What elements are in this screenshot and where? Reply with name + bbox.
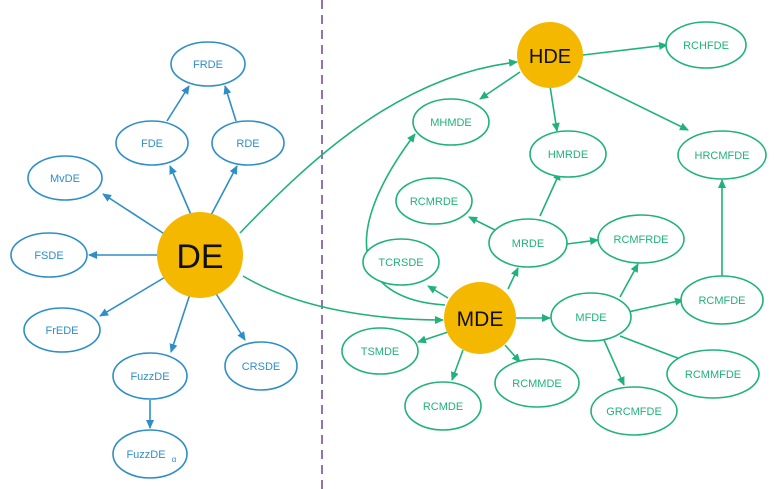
edge-de-hde (239, 58, 518, 234)
node-rcmmfde: RCMMFDE (666, 349, 760, 399)
node-fuzzde-alpha-label: FuzzDE (126, 449, 165, 461)
edge-mrde-rcmrde (468, 216, 496, 231)
node-crsde-label: CRSDE (242, 361, 281, 373)
node-fuzzde-alpha: FuzzDE α (112, 429, 188, 479)
edge-mrde-hmrde (539, 171, 561, 217)
edge-mde-rcmde (450, 349, 464, 381)
edge-mfde-rcmfrde (619, 263, 639, 298)
edge-fde-frde (166, 85, 190, 122)
node-rcmfrde: RCMFRDE (597, 214, 685, 264)
node-rcmfde-label: RCMFDE (698, 295, 745, 307)
node-frede-label: FrEDE (46, 325, 79, 337)
edge-hde-hrcmfde (577, 75, 689, 131)
node-rcmrde: RCMRDE (395, 177, 473, 225)
node-mfde: MFDE (550, 292, 632, 342)
node-mhmde: MHMDE (412, 98, 490, 146)
edge-rde-frde (223, 85, 237, 122)
node-mvde: MvDE (27, 155, 103, 201)
edge-mde-tsmde (417, 331, 449, 344)
node-de: DE (157, 212, 243, 298)
node-rcmfrde-label: RCMFRDE (614, 234, 669, 246)
node-rcmrde-label: RCMRDE (410, 196, 458, 208)
node-frde: FRDE (170, 41, 246, 87)
node-fuzzde-alpha-subscript: α (172, 455, 177, 464)
edge-de-fuzzde (169, 293, 191, 353)
node-tsmde-label: TSMDE (361, 346, 400, 358)
node-rcmmfde-label: RCMMFDE (685, 369, 741, 381)
node-rcmde-label: RCMDE (423, 401, 463, 413)
edge-mfde-rcmfde (627, 297, 684, 313)
edge-mde-tcrsde (427, 285, 449, 299)
edge-de-mde (242, 275, 444, 324)
edge-de-mvde (102, 193, 167, 236)
node-hmrde-label: HMRDE (548, 149, 588, 161)
node-hrcmfde-label: HRCMFDE (695, 150, 750, 162)
node-mrde: MRDE (488, 218, 568, 268)
node-mfde-label: MFDE (575, 312, 606, 324)
edge-mde-rcmmde (504, 344, 521, 363)
node-hrcmfde: HRCMFDE (677, 130, 767, 180)
node-hde-label: HDE (529, 46, 571, 68)
node-fde: FDE (115, 120, 189, 166)
edge-mfde-grcmfde (603, 339, 625, 386)
node-rde-label: RDE (236, 138, 259, 150)
node-fuzzde: FuzzDE (112, 352, 188, 400)
node-tcrsde-label: TCRSDE (378, 257, 423, 269)
node-frede: FrEDE (23, 307, 101, 353)
edge-mfde-rcmmfde (619, 335, 689, 363)
node-mrde-label: MRDE (512, 238, 544, 250)
edge-de-fde (169, 165, 193, 218)
node-rcmmde: RCMMDE (494, 358, 580, 408)
node-mde: MDE (444, 282, 516, 354)
node-mhmde-label: MHMDE (430, 117, 472, 129)
edge-de-crsde (214, 291, 246, 341)
node-rcmmde-label: RCMMDE (512, 378, 562, 390)
edge-hde-rchfde (582, 41, 668, 56)
edge-de-rde (209, 165, 238, 218)
node-rcmde: RCMDE (404, 381, 482, 431)
node-rde: RDE (211, 120, 285, 166)
node-fsde: FSDE (10, 232, 88, 278)
node-hmrde: HMRDE (529, 130, 607, 178)
node-fde-label: FDE (141, 138, 163, 150)
node-frde-label: FRDE (193, 59, 223, 71)
node-rchfde-label: RCHFDE (683, 40, 729, 52)
node-hde: HDE (517, 22, 583, 88)
edge-mrde-rcmfrde (566, 237, 599, 245)
node-fuzzde-label: FuzzDE (130, 371, 169, 383)
node-crsde: CRSDE (224, 341, 298, 391)
edge-mde-mrde (507, 267, 519, 290)
node-grcmfde-label: GRCMFDE (606, 406, 662, 418)
node-fsde-label: FSDE (34, 250, 63, 262)
node-rcmfde: RCMFDE (680, 275, 764, 325)
edge-hde-hmrde (549, 85, 560, 132)
node-de-label: DE (176, 238, 223, 276)
node-grcmfde: GRCMFDE (590, 386, 678, 436)
node-rchfde: RCHFDE (665, 21, 747, 69)
node-tsmde: TSMDE (341, 327, 419, 375)
edge-de-frede (99, 275, 168, 317)
edge-hde-mhmde (479, 71, 521, 100)
node-mde-label: MDE (457, 308, 504, 331)
node-tcrsde: TCRSDE (362, 238, 440, 286)
node-mvde-label: MvDE (50, 173, 80, 185)
